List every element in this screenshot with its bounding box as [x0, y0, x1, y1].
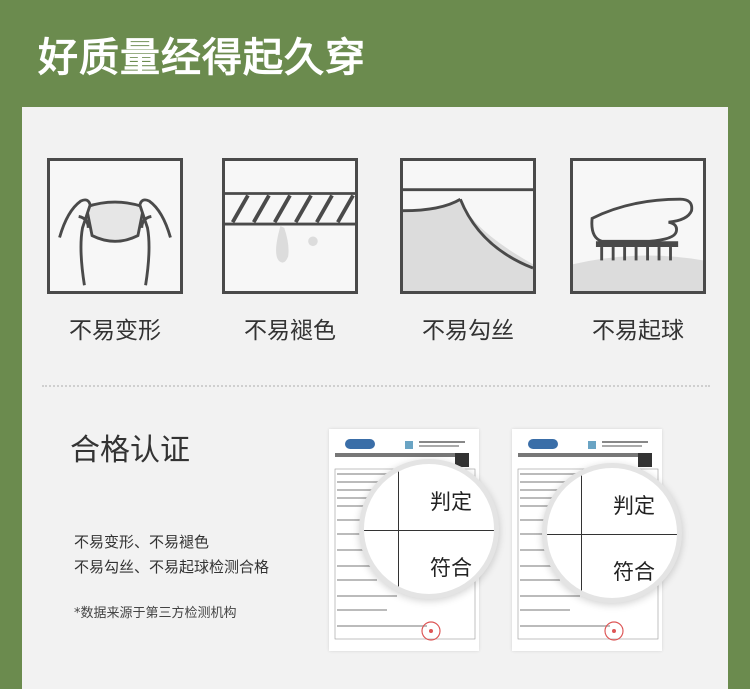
feature-label-deform: 不易变形 — [69, 318, 161, 344]
certification-title: 合格认证 — [70, 433, 190, 468]
verdict-label: 判定 — [613, 494, 655, 518]
verdict-label: 判定 — [430, 490, 472, 514]
feature-label-pilling: 不易起球 — [592, 318, 684, 344]
magnified-verdict-lens: 判定 符合 — [542, 463, 682, 603]
stretch-hands-icon — [47, 158, 183, 294]
certification-line-1: 不易变形、不易褪色 — [74, 533, 210, 551]
feature-label-snag: 不易勾丝 — [422, 318, 514, 344]
certification-line-2: 不易勾丝、不易起球检测合格 — [74, 558, 270, 576]
brush-hand-icon — [570, 158, 706, 294]
data-source-note: *数据来源于第三方检测机构 — [74, 606, 237, 621]
page-title: 好质量经得起久穿 — [38, 35, 366, 81]
magnified-verdict-lens: 判定 符合 — [359, 459, 499, 599]
feature-label-fade: 不易褪色 — [244, 318, 336, 344]
content-panel: 不易变形 不易褪色 不易勾丝 — [22, 107, 728, 689]
section-divider — [42, 385, 710, 387]
verdict-value: 符合 — [613, 560, 655, 584]
fabric-snag-icon — [400, 158, 536, 294]
twisted-rope-icon — [222, 158, 358, 294]
verdict-value: 符合 — [430, 556, 472, 580]
